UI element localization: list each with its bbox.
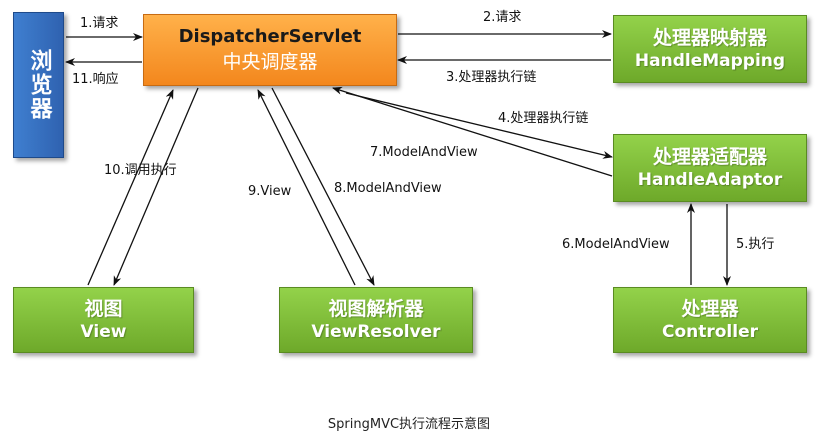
browser-node: 浏览器 xyxy=(13,12,64,158)
mapping-title: 处理器映射器 xyxy=(652,27,767,49)
handler-adaptor-node: 处理器适配器 HandleAdaptor xyxy=(613,134,807,202)
label-6-modelandview: 6.ModelAndView xyxy=(562,237,670,252)
view-subtitle: View xyxy=(80,322,127,342)
diagram-caption: SpringMVC执行流程示意图 xyxy=(327,417,491,432)
view-node: 视图 View xyxy=(13,287,194,353)
arrow-8-modelandview xyxy=(271,87,375,286)
controller-subtitle: Controller xyxy=(661,322,758,342)
adaptor-title: 处理器适配器 xyxy=(652,146,767,168)
arrow-7-modelandview xyxy=(332,86,613,177)
resolver-subtitle: ViewResolver xyxy=(311,322,441,342)
view-title: 视图 xyxy=(84,298,123,320)
arrow-view-return xyxy=(87,89,174,286)
browser-label: 浏览器 xyxy=(26,49,52,121)
label-8-modelandview: 8.ModelAndView xyxy=(334,181,442,196)
label-10-invoke: 10.调用执行 xyxy=(104,163,177,178)
controller-title: 处理器 xyxy=(681,298,739,320)
resolver-title: 视图解析器 xyxy=(328,298,424,320)
label-9-view: 9.View xyxy=(248,184,292,199)
arrow-4-chain xyxy=(345,92,613,159)
view-resolver-node: 视图解析器 ViewResolver xyxy=(279,287,473,353)
dispatcher-servlet-node: DispatcherServlet 中央调度器 xyxy=(143,14,397,86)
label-1-request: 1.请求 xyxy=(80,16,119,31)
handler-mapping-node: 处理器映射器 HandleMapping xyxy=(613,15,807,83)
dispatcher-title: DispatcherServlet xyxy=(178,26,362,47)
dispatcher-subtitle: 中央调度器 xyxy=(222,51,318,73)
controller-node: 处理器 Controller xyxy=(613,287,807,353)
arrow-9-view xyxy=(257,89,356,286)
label-3-chain: 3.处理器执行链 xyxy=(446,70,537,85)
label-11-response: 11.响应 xyxy=(72,72,119,87)
arrow-10-invoke xyxy=(113,87,199,286)
label-7-modelandview: 7.ModelAndView xyxy=(370,145,478,160)
label-4-chain: 4.处理器执行链 xyxy=(498,111,589,126)
label-2-request: 2.请求 xyxy=(483,10,522,25)
mapping-subtitle: HandleMapping xyxy=(634,51,786,71)
adaptor-subtitle: HandleAdaptor xyxy=(637,170,783,190)
label-5-execute: 5.执行 xyxy=(736,237,775,252)
